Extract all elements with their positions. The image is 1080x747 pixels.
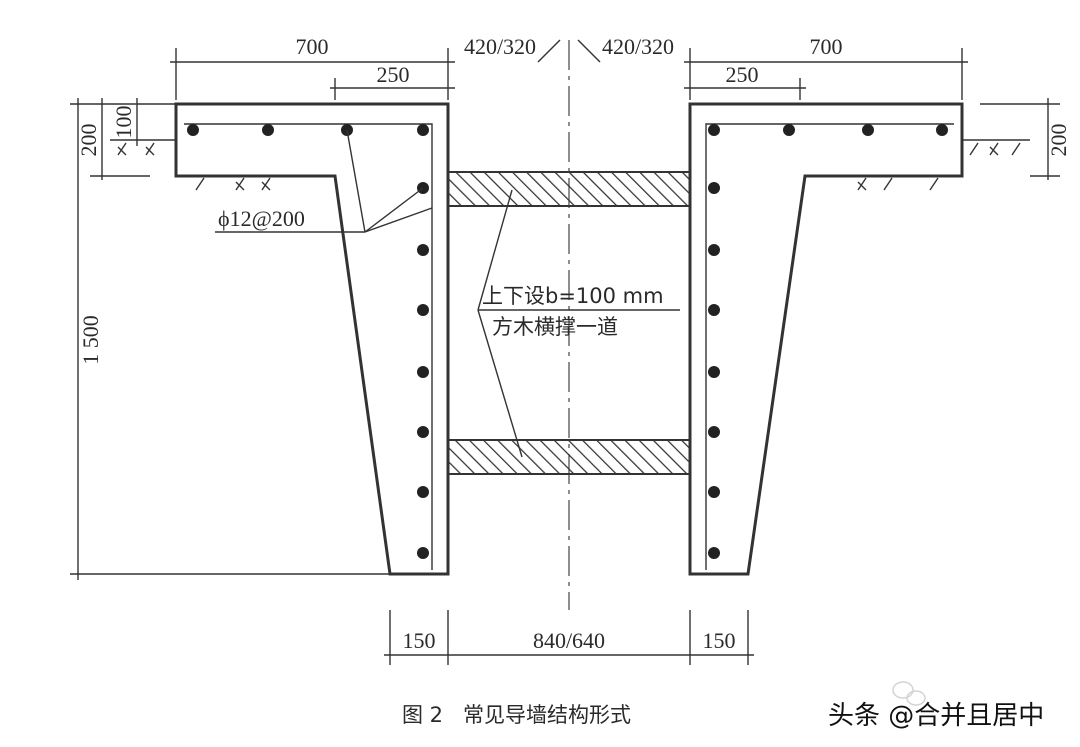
figure-caption: 图 2 常见导墙结构形式	[402, 703, 631, 727]
lower-timber-strut	[447, 439, 691, 475]
dim-bottom-left-150: 150	[403, 628, 436, 653]
left-guide-wall	[174, 102, 450, 576]
rebar-spec-label: ϕ12@200	[218, 206, 305, 231]
dim-left-100: 100	[111, 106, 136, 139]
dim-top-left-250: 250	[377, 62, 410, 87]
dim-top-left-700: 700	[296, 34, 329, 59]
leader-lines	[215, 129, 680, 458]
ground-marks	[110, 139, 1030, 191]
strut-note-line1: 上下设b=100 mm	[482, 284, 664, 308]
dim-top-center-right: 420/320	[602, 34, 674, 59]
left-rebar-line	[184, 123, 433, 570]
strut-note-line2: 方木横撑一道	[492, 315, 618, 339]
dim-top-center-left: 420/320	[464, 34, 536, 59]
upper-timber-strut	[447, 171, 691, 207]
dimension-lines	[70, 39, 1060, 665]
dim-top-right-700: 700	[810, 34, 843, 59]
dim-bottom-gap: 840/640	[533, 628, 605, 653]
dim-bottom-right-150: 150	[703, 628, 736, 653]
wechat-logo-icon	[892, 681, 926, 706]
right-rebar-line	[705, 123, 954, 570]
watermark-text: 头条 @合并且居中	[828, 701, 1044, 731]
rebar-dots	[187, 124, 948, 559]
dim-left-200: 200	[76, 124, 101, 157]
dim-height-1500: 1 500	[78, 315, 103, 365]
dim-top-right-250: 250	[726, 62, 759, 87]
dim-right-200: 200	[1046, 124, 1071, 157]
right-guide-wall	[688, 102, 964, 576]
